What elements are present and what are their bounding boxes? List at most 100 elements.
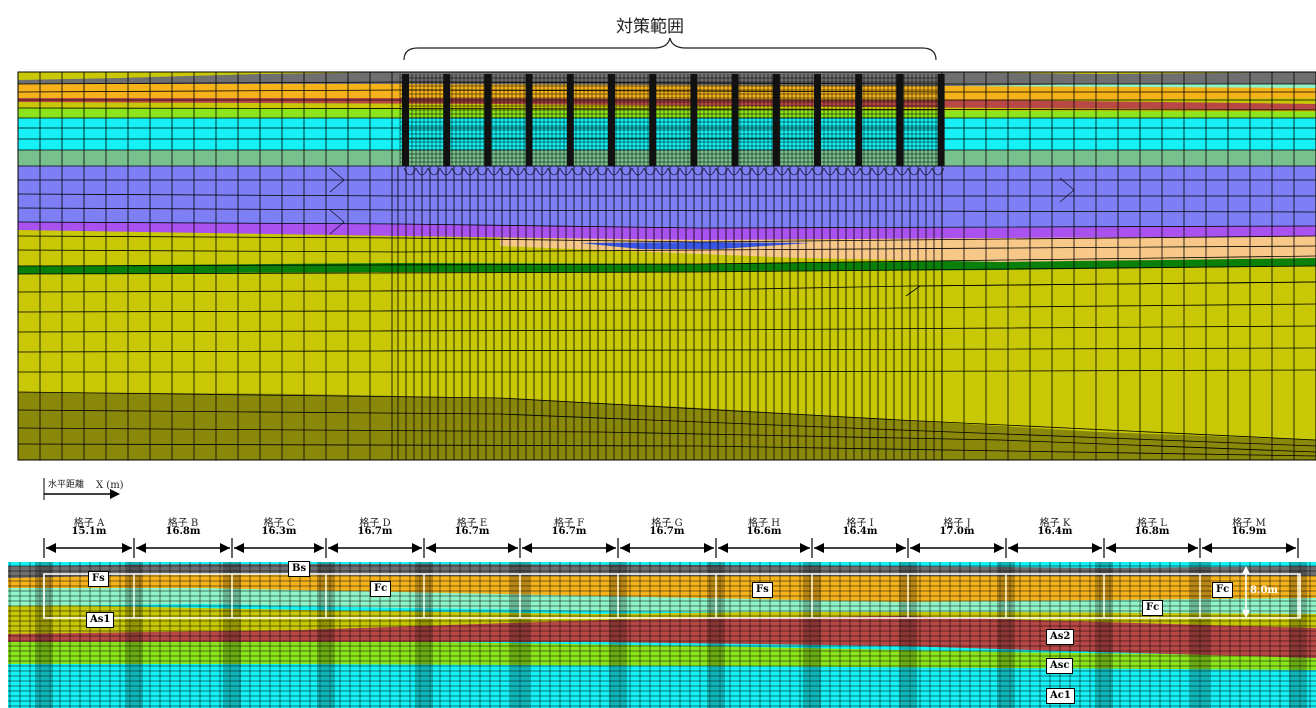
top-mesh-row [18, 193, 1316, 197]
transition-arc [667, 167, 681, 176]
purple-layer [18, 220, 1316, 240]
grid-length-label: 16.6m [746, 526, 782, 537]
transition-arc [427, 167, 441, 176]
dimension-arrowhead [234, 543, 244, 553]
dimension-arrowhead [1092, 543, 1102, 553]
transition-arc [643, 167, 657, 176]
depth-label: 8.0m [1250, 585, 1278, 596]
improvement-column [484, 74, 492, 166]
layer-label-fc: Fc [370, 581, 392, 597]
transition-arc [907, 167, 921, 176]
improvement-column [772, 74, 780, 166]
transition-arc [715, 167, 729, 176]
transition-arc [919, 167, 933, 176]
top-section-frame [17, 71, 1316, 461]
improvement-column [525, 74, 533, 166]
transition-arc [895, 167, 909, 176]
transition-arc [463, 167, 477, 176]
grid-name-label: 格子 A [73, 518, 105, 529]
top-mesh-row [18, 207, 1316, 213]
dimension-arrowhead [620, 543, 630, 553]
bottom-lime-layer [8, 640, 1316, 670]
transition-arc [775, 167, 789, 176]
axis-unit: X (m) [96, 480, 124, 491]
transition-arc [523, 167, 537, 176]
layer-label-fs: Fs [88, 571, 109, 587]
transition-arc [329, 209, 345, 235]
transition-arc [571, 167, 585, 176]
grid-length-label: 16.7m [551, 526, 587, 537]
grid-name-label: 格子 D [359, 518, 391, 529]
layer-label-asc: Asc [1046, 658, 1074, 674]
grid-name-label: 格子 E [456, 518, 488, 529]
top-mesh-row [18, 255, 1316, 267]
transition-arc [931, 167, 945, 176]
transition-arc [739, 167, 753, 176]
dark-olive-bottom-layer [18, 392, 1316, 460]
transition-arc [535, 167, 549, 176]
layer-label-fc-3: Fc [1212, 582, 1234, 598]
red-layer [18, 96, 1316, 110]
dimension-arrowhead [328, 543, 338, 553]
transition-arc [403, 167, 417, 176]
dimension-arrowhead [314, 543, 324, 553]
dimension-arrowhead [508, 543, 518, 553]
transition-arc [499, 167, 513, 176]
top-mesh-row [18, 347, 1316, 353]
axis-label: 水平距離 [48, 480, 85, 490]
improvement-column [608, 74, 615, 166]
improvement-column [690, 74, 698, 166]
top-mesh-row [18, 443, 1316, 457]
transition-arc [691, 167, 705, 176]
countermeasure-range-title: 対策範囲 [616, 17, 684, 37]
layer-label-fc-2: Fc [1142, 600, 1164, 616]
improvement-column [937, 74, 945, 166]
dimension-arrowhead [606, 543, 616, 553]
dimension-arrowhead [136, 543, 146, 553]
top-mesh-row [18, 245, 1316, 253]
dimension-arrowhead [1106, 543, 1116, 553]
grid-length-label: 16.7m [649, 526, 685, 537]
dimension-arrowhead [814, 543, 824, 553]
improvement-column [566, 74, 574, 166]
dimension-arrowhead [910, 543, 920, 553]
improvement-column [443, 74, 451, 166]
grid-name-label: 格子 C [263, 518, 295, 529]
top-mesh-row [18, 107, 1316, 111]
transition-arc [823, 167, 837, 176]
transition-arc [871, 167, 885, 176]
transition-arc [799, 167, 813, 176]
top-mesh-row [18, 81, 1316, 85]
dimension-arrowhead [522, 543, 532, 553]
grid-name-label: 格子 I [846, 518, 874, 529]
transition-arc [619, 167, 633, 176]
grid-name-label: 格子 F [553, 518, 585, 529]
blue-lens [580, 242, 810, 249]
grid-length-label: 16.9m [1231, 526, 1267, 537]
dimension-arrowhead [412, 543, 422, 553]
dimension-arrowhead [122, 543, 132, 553]
dimension-arrowhead [426, 543, 436, 553]
grid-length-label: 16.3m [261, 526, 297, 537]
transition-arc [475, 167, 489, 176]
bottom-mint-layer [8, 586, 1316, 614]
dimension-arrowhead [1008, 543, 1018, 553]
improvement-column [814, 74, 821, 166]
dimension-arrowhead [220, 543, 230, 553]
layer-label-as2: As2 [1046, 629, 1075, 645]
grid-name-label: 格子 K [1039, 518, 1071, 529]
dimension-arrowhead [1286, 543, 1296, 553]
axis-arrowhead [110, 489, 120, 499]
depth-arrow-bottom [1242, 610, 1250, 618]
grid-length-label: 16.8m [1134, 526, 1170, 537]
transition-arc [595, 167, 609, 176]
transition-arc [811, 167, 825, 176]
transition-arc [607, 167, 621, 176]
transition-arc [835, 167, 849, 176]
improvement-column [402, 74, 409, 166]
grid-length-label: 17.0m [939, 526, 975, 537]
layer-label-bs: Bs [288, 561, 311, 577]
transition-arc [1059, 177, 1075, 203]
improvement-column [855, 74, 863, 166]
transition-arc [487, 167, 501, 176]
